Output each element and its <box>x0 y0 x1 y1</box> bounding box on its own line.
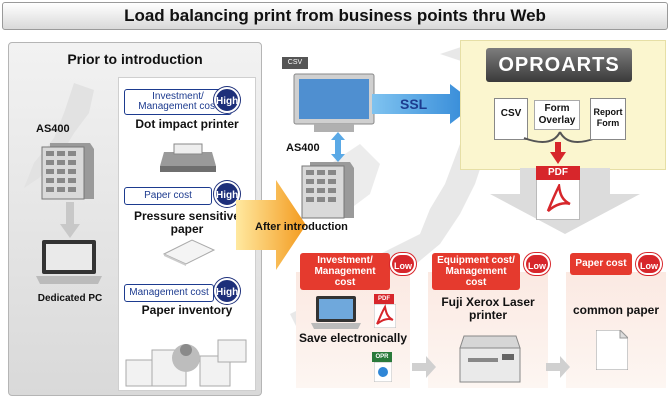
prior-item-3-label: Paper inventory <box>141 303 233 317</box>
laser-printer-icon <box>459 335 521 383</box>
column-2-tag: Equipment cost/ Management cost <box>432 253 520 290</box>
page-title: Load balancing print from business point… <box>2 2 668 30</box>
bidirectional-arrow-icon <box>331 132 345 162</box>
prior-item-2-tag: Paper cost <box>124 187 212 205</box>
after-heading: After introduction <box>255 221 348 233</box>
oproarts-logo: OPROARTS <box>486 48 632 82</box>
csv-document: CSV <box>494 98 528 140</box>
prior-item-1-label: Dot impact printer <box>135 117 239 131</box>
column-1-opr-icon: OPR <box>372 352 392 362</box>
column-1-tag: Investment/ Management cost <box>300 253 390 290</box>
down-red-arrow-icon <box>550 142 566 164</box>
down-arrow-icon <box>60 202 80 238</box>
right-arrow-icon <box>412 356 436 378</box>
prior-items-panel <box>118 77 256 391</box>
column-2-label: Fuji Xerox Laser printer <box>441 295 535 322</box>
laptop-icon <box>36 240 102 284</box>
column-2-level: Low <box>524 253 550 275</box>
right-arrow-icon <box>546 356 570 378</box>
prior-item-2-level: High <box>214 181 240 207</box>
dot-impact-printer-icon <box>160 143 216 172</box>
prior-pc-label: Dedicated PC <box>37 293 103 304</box>
server-icon <box>301 162 354 219</box>
server-icon <box>41 143 94 200</box>
pdf-label: PDF <box>536 166 580 180</box>
paper-stack-icon <box>162 239 216 266</box>
ssl-label: SSL <box>400 96 428 112</box>
acrobat-icon <box>374 304 396 328</box>
prior-item-3-tag: Management cost <box>124 284 214 302</box>
laptop-icon <box>311 296 361 329</box>
report-form-document: Report Form <box>590 98 626 140</box>
column-1-label: Save electronically <box>298 331 408 345</box>
column-1-pdf-icon: PDF <box>374 294 394 304</box>
after-server-label: AS400 <box>286 142 320 154</box>
acrobat-icon <box>546 184 571 212</box>
prior-item-3-level: High <box>214 278 240 304</box>
after-arrow-icon <box>236 180 306 270</box>
prior-heading: Prior to introduction <box>67 51 203 67</box>
csv-file-tag: CSV <box>282 57 308 69</box>
column-3-tag: Paper cost <box>570 253 632 275</box>
column-3-level: Low <box>636 253 662 275</box>
monitor-icon <box>293 73 375 132</box>
prior-item-2-label: Pressure sensitive paper <box>133 209 241 236</box>
form-overlay-label: Form Overlay <box>534 100 580 130</box>
plain-paper-icon <box>596 330 628 370</box>
ssl-arrow-icon <box>372 84 476 124</box>
prior-server-label: AS400 <box>36 123 70 135</box>
column-3-label: common paper <box>572 303 659 317</box>
paper-inventory-icon <box>125 339 247 387</box>
column-1-level: Low <box>390 253 416 275</box>
prior-item-1-level: High <box>214 87 240 113</box>
opr-globe-icon <box>374 362 392 382</box>
